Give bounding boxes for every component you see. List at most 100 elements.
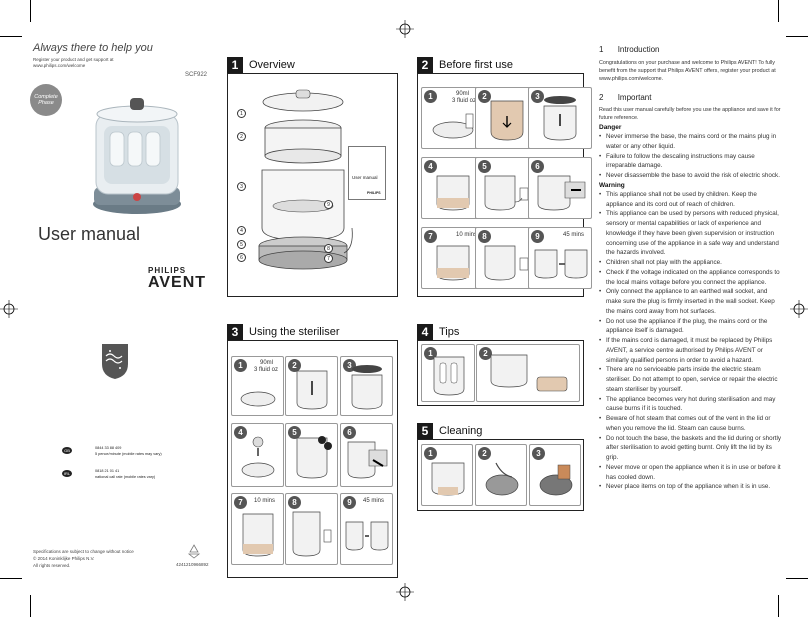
contact-ie-note: national call rate (mobile rates vary) (95, 475, 156, 479)
using-step-4: 4 (231, 423, 284, 487)
step-note-90ml: 90ml (456, 91, 470, 97)
danger-item: Never disassemble the base to avoid the … (599, 171, 783, 181)
cover-title: User manual (38, 224, 141, 244)
cleaning-header: 5 Cleaning (417, 423, 482, 439)
registration-mark-right (790, 300, 808, 318)
contact-gb-number: 0844 33 88 409 (95, 446, 122, 450)
step-number: 9 (343, 496, 356, 509)
warning-item: This appliance shall not be used by chil… (599, 190, 783, 210)
step-note-floz: 3 fluid oz (254, 367, 279, 373)
crop-mark (786, 36, 808, 37)
before-step-4: 4 (421, 157, 485, 219)
step-number: 7 (424, 230, 437, 243)
footer-line1: Specifications are subject to change wit… (33, 549, 134, 554)
cover-tagline: Always there to help you (33, 42, 153, 54)
before-first-use-header: 2 Before first use (417, 57, 513, 73)
warning-item: Only connect the appliance to an earthed… (599, 287, 783, 316)
cleaning-step-2: 2 (475, 444, 527, 506)
warning-item: Check if the voltage indicated on the ap… (599, 268, 783, 288)
overview-callout-2: 2 (237, 132, 246, 141)
brand-philips: PHILIPS (148, 266, 187, 275)
intro-body: Congratulations on your purchase and wel… (599, 60, 776, 83)
cover-register-line2[interactable]: www.philips.com/welcome (33, 63, 86, 68)
step-time-10: 10 mins (456, 232, 478, 238)
booklet-label: User manual (352, 175, 378, 180)
overview-number: 1 (227, 57, 243, 73)
warning-item: Children shall not play with the applian… (599, 258, 783, 268)
complete-phase-badge: Complete Phase (30, 84, 62, 116)
overview-user-manual-booklet: User manual PHILIPS (348, 146, 386, 200)
cleaning-panel: 1 2 3 (417, 439, 584, 511)
overview-callout-3: 3 (237, 182, 246, 191)
step-number: 9 (531, 230, 544, 243)
intro-number: 1 (599, 45, 604, 54)
danger-title: Danger (599, 124, 622, 131)
important-body: Read this user manual carefully before y… (599, 107, 781, 122)
overview-callout-8: 8 (324, 244, 333, 253)
crop-mark (0, 36, 22, 37)
country-ie-badge: IRL (62, 470, 72, 477)
cover-model: SCF922 (185, 72, 208, 78)
overview-callout-1: 1 (237, 109, 246, 118)
intro-heading: 1 Introduction (599, 45, 660, 54)
overview-callout-7: 7 (324, 254, 333, 263)
important-heading: 2 Important (599, 93, 651, 102)
using-title: Using the steriliser (249, 326, 340, 338)
using-header: 3 Using the steriliser (227, 324, 339, 340)
overview-callout-9: 9 (324, 200, 333, 209)
warning-title: Warning (599, 181, 625, 189)
crop-mark (0, 578, 22, 579)
using-step-6: 6 (340, 423, 393, 487)
using-step-2: 2 (285, 356, 338, 416)
overview-panel: 1 2 3 4 5 6 7 8 9 User manual PHILIPS (227, 73, 398, 297)
registration-mark-left (0, 300, 18, 318)
registration-mark-top (396, 20, 414, 38)
crop-mark (778, 0, 779, 22)
step-number: 2 (479, 347, 492, 360)
crop-mark (30, 595, 31, 617)
tips-number: 4 (417, 324, 433, 340)
booklet-brand: PHILIPS (367, 191, 381, 195)
step-number: 2 (478, 447, 491, 460)
philips-shield-icon (102, 344, 128, 379)
safety-text-block: Danger Never immerse the base, the mains… (599, 123, 783, 492)
step-number: 3 (532, 447, 545, 460)
before-step-3: 3 (528, 87, 592, 149)
important-title: Important (617, 93, 652, 102)
before-first-use-title: Before first use (439, 59, 513, 71)
step-number: 7 (234, 496, 247, 509)
step-number: 1 (234, 359, 247, 372)
overview-callout-5: 5 (237, 240, 246, 249)
crop-mark (30, 0, 31, 22)
warning-item: Never place items on top of the applianc… (599, 482, 783, 492)
warning-item: There are no serviceable parts inside th… (599, 365, 783, 394)
step-number: 6 (531, 160, 544, 173)
tips-panel: 1 2 (417, 340, 584, 406)
badge-line1: Complete (34, 94, 58, 100)
badge-line2: Phase (38, 100, 54, 106)
doc-code: 4241210966892 (176, 562, 209, 567)
step-note-floz: 3 fluid oz (452, 98, 477, 104)
step-number: 8 (478, 230, 491, 243)
registration-mark-bottom (396, 583, 414, 601)
step-number: 8 (288, 496, 301, 509)
contact-ie-number: 0818 21 01 41 (95, 469, 120, 473)
warning-item: Never move or open the appliance when it… (599, 463, 783, 483)
important-number: 2 (599, 93, 604, 102)
step-number: 5 (478, 160, 491, 173)
overview-callout-6: 6 (237, 253, 246, 262)
warning-item: If the mains cord is damaged, it must be… (599, 336, 783, 365)
contact-gb-note: 5 pence/minute (mobile rates may vary) (95, 452, 162, 456)
warning-item: Beware of hot steam that comes out of th… (599, 414, 783, 434)
overview-header: 1 Overview (227, 57, 295, 73)
danger-list: Never immerse the base, the mains cord o… (599, 132, 783, 181)
tips-step-2: 2 (476, 344, 580, 402)
recycle-icon (187, 544, 201, 559)
step-number: 2 (288, 359, 301, 372)
